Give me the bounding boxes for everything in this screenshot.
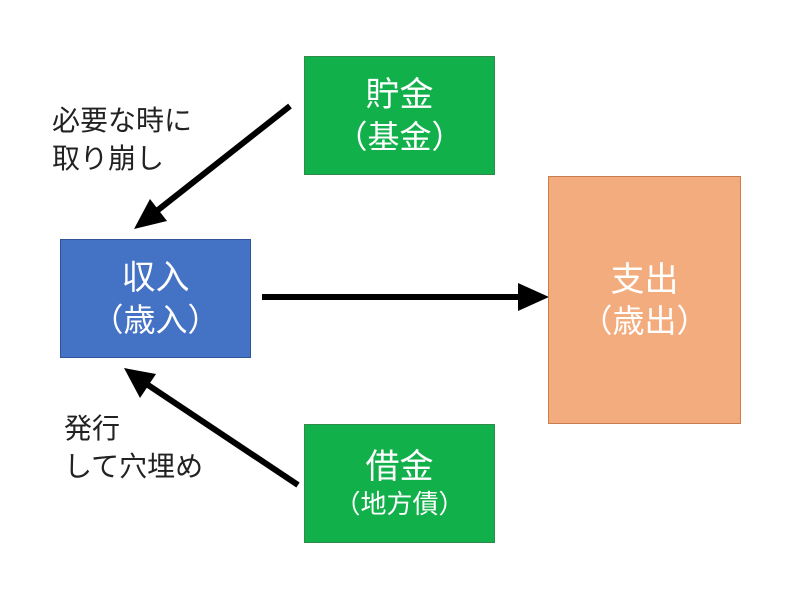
withdraw-label: 必要な時に 取り崩し (52, 102, 192, 178)
savings-box: 貯金 （基金） (304, 56, 495, 175)
debt-subtitle: （地方債） (334, 489, 465, 520)
withdraw-label-line1: 必要な時に (52, 104, 193, 137)
expense-subtitle: （歳出） (580, 302, 709, 341)
income-title: 収入 (121, 258, 190, 299)
withdraw-label-line2: 取り崩し (52, 142, 165, 175)
savings-subtitle: （基金） (335, 117, 464, 156)
issue-label-line1: 発行 (64, 412, 121, 445)
expense-title: 支出 (610, 259, 679, 300)
income-subtitle: （歳入） (91, 300, 220, 339)
arrow-income-to-expense (262, 283, 549, 311)
issue-label: 発行 して穴埋め (64, 410, 203, 486)
savings-title: 貯金 (365, 75, 434, 116)
debt-box: 借金 （地方債） (304, 424, 495, 543)
income-box: 収入 （歳入） (60, 239, 251, 358)
debt-title: 借金 (365, 447, 434, 487)
expense-box: 支出 （歳出） (548, 176, 741, 424)
issue-label-line2: して穴埋め (64, 450, 204, 483)
